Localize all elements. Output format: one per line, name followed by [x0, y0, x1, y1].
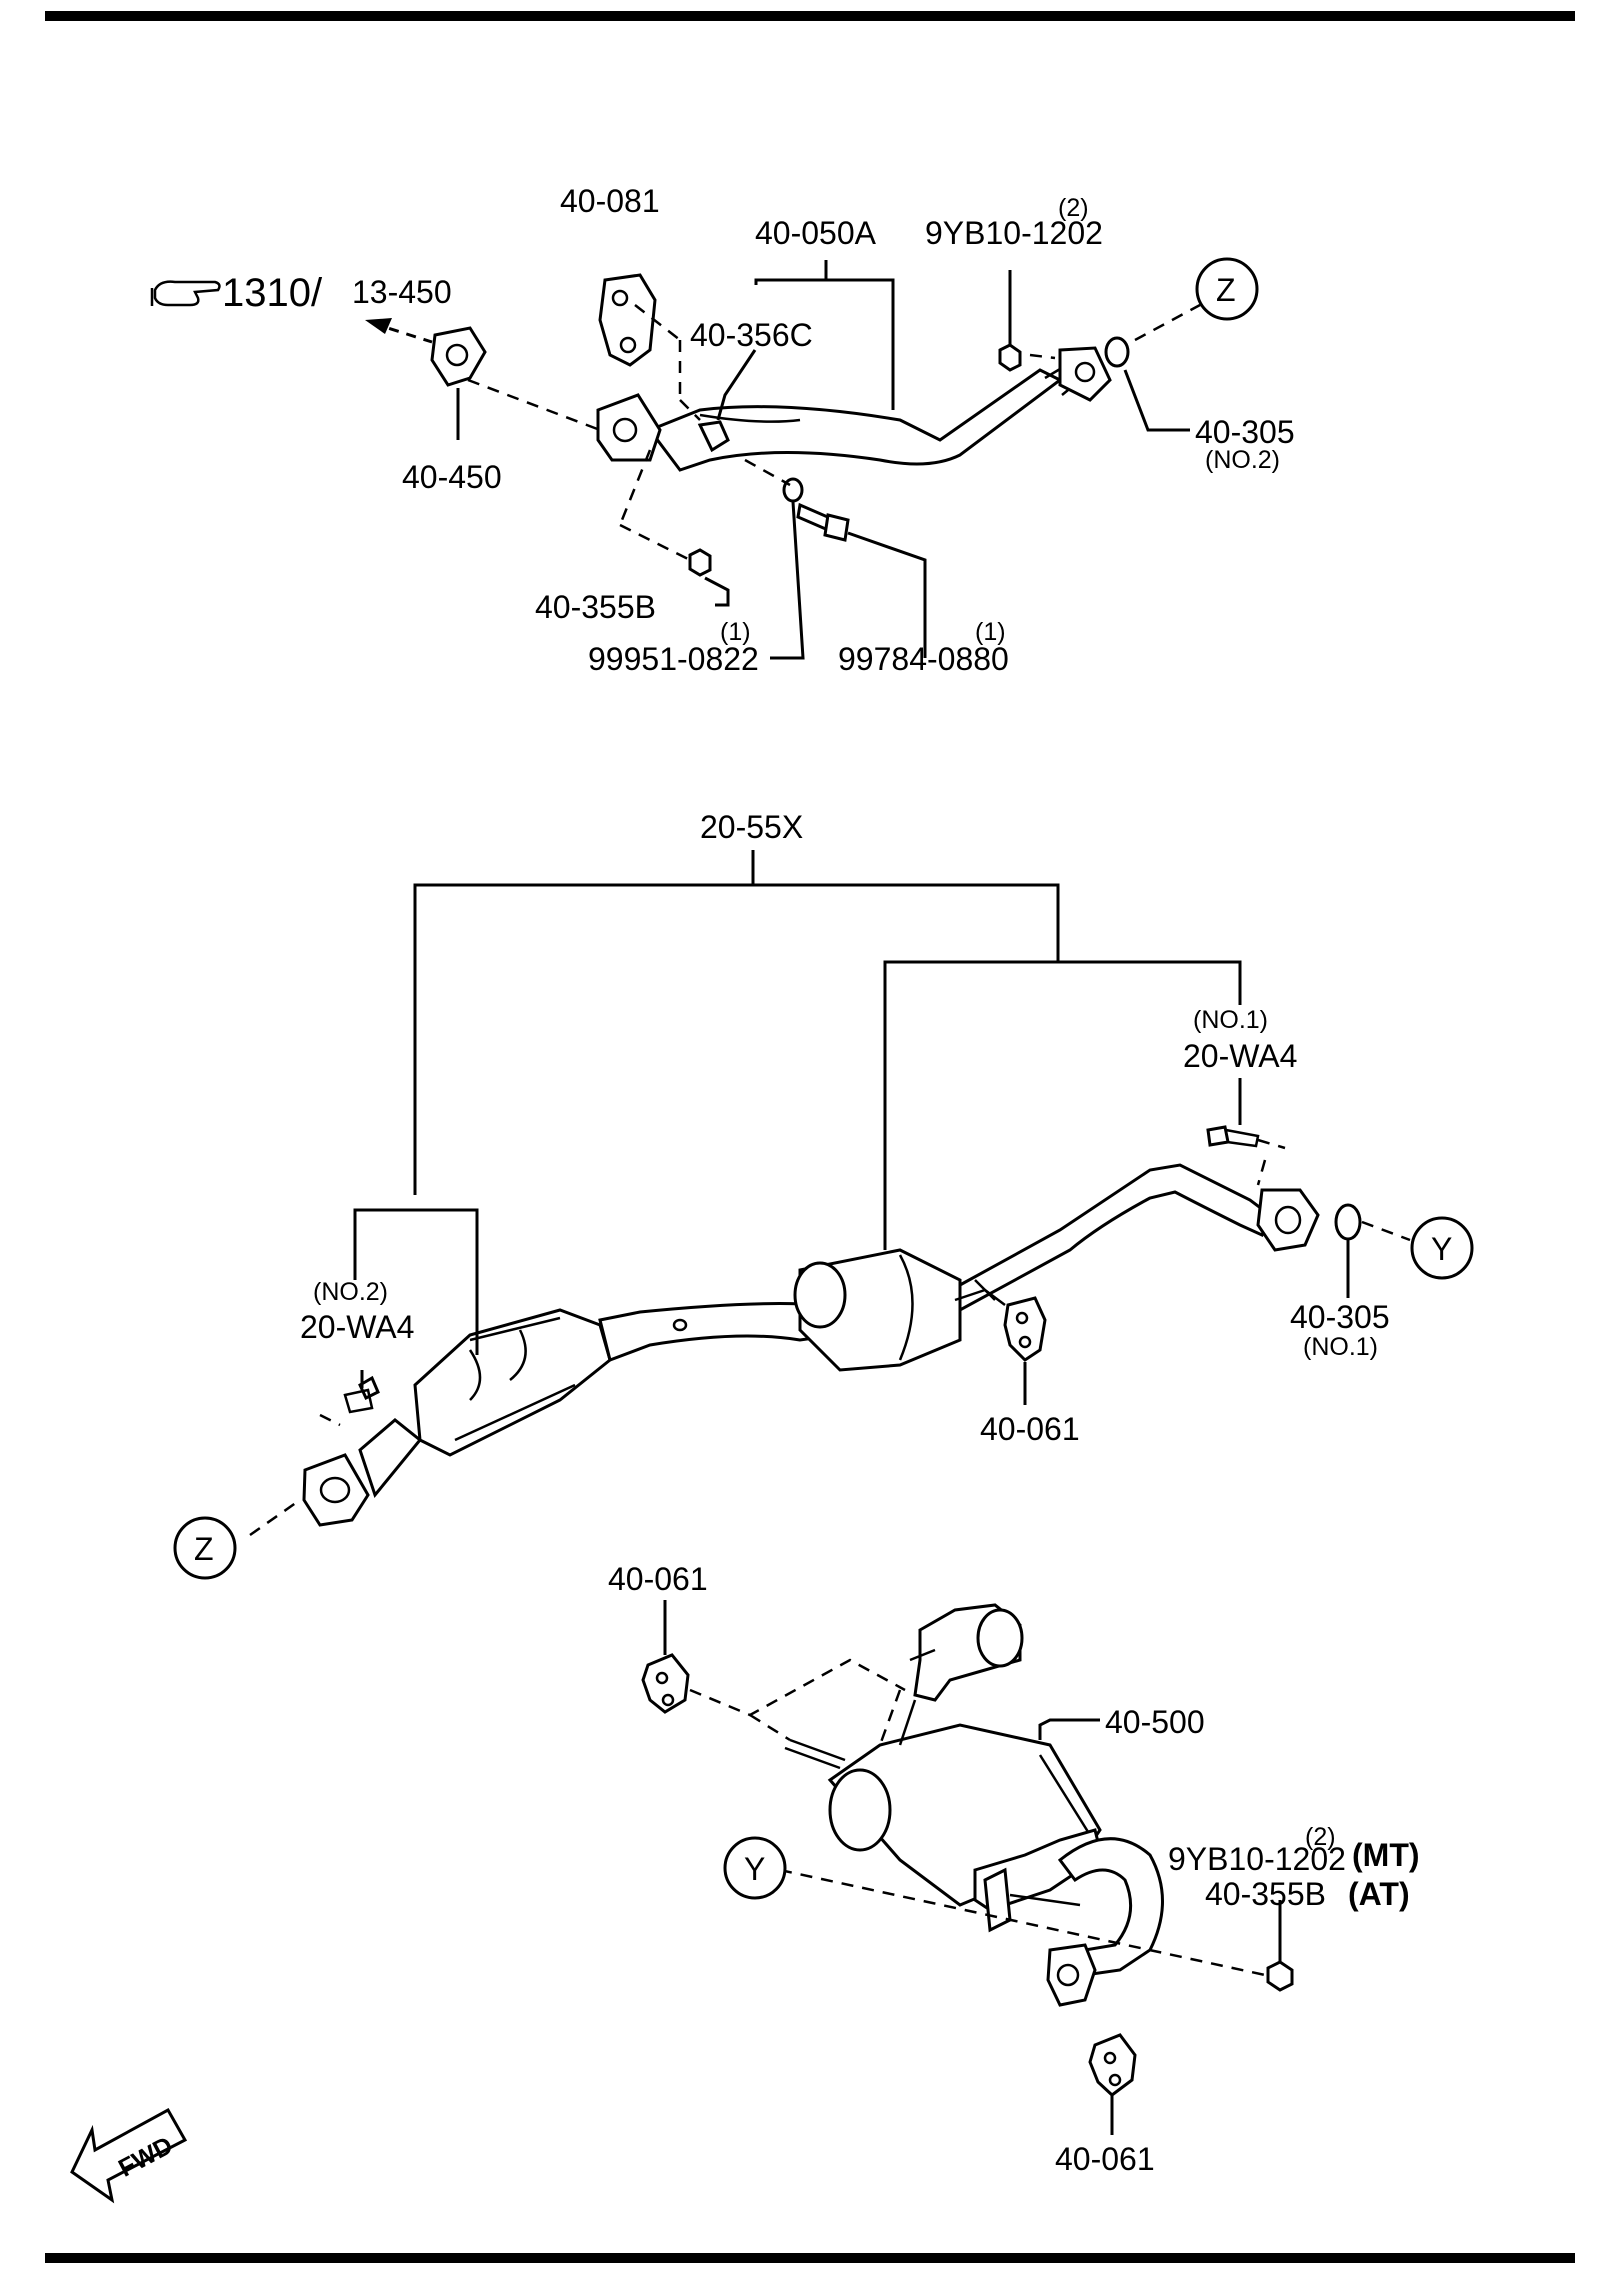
label-qty1-a: (1): [720, 618, 751, 646]
svg-text:Z: Z: [194, 1531, 214, 1567]
label-at: (AT): [1348, 1876, 1410, 1912]
label-9yb10-1202-mt: 9YB10-1202: [1168, 1841, 1346, 1877]
bolt-20-wa4-no2: [358, 1375, 380, 1401]
catalyst-inlet-flange: [302, 1453, 370, 1527]
marker-z-top: Z: [1195, 257, 1259, 321]
label-99784-0880: 99784-0880: [838, 641, 1009, 677]
label-40-305-no2: 40-305: [1195, 414, 1295, 450]
label-ref-1310: 1310/: [222, 271, 323, 315]
label-40-356c: 40-356C: [690, 317, 813, 353]
hanger-rubber-40-061-top: [641, 1653, 690, 1714]
marker-y-right: Y: [1410, 1216, 1474, 1280]
presilencer-outlet-flange: [1256, 1188, 1320, 1252]
label-qty2-b: (2): [1305, 1823, 1336, 1851]
label-40-061-bottom: 40-061: [1055, 2141, 1155, 2177]
label-mt: (MT): [1352, 1837, 1420, 1873]
label-no1-b: (NO.1): [1303, 1333, 1378, 1361]
label-40-355b-at: 40-355B: [1205, 1876, 1326, 1912]
front-pipe-rear-flange: [1058, 346, 1112, 402]
gasket-40-450: [430, 326, 487, 387]
marker-y-bottom: Y: [723, 1836, 787, 1900]
svg-text:Y: Y: [744, 1851, 765, 1887]
svg-text:Z: Z: [1216, 272, 1236, 308]
marker-z-left: Z: [173, 1516, 237, 1580]
ring-40-305-no1: [1334, 1203, 1362, 1241]
label-20-wa4-no2: 20-WA4: [300, 1309, 414, 1345]
label-40-305-no1: 40-305: [1290, 1299, 1390, 1335]
label-9yb-qty: (2): [1058, 194, 1089, 222]
nut-9yb10-1202-mt: [1266, 1960, 1294, 1992]
hanger-rubber-40-061-mid: [1003, 1296, 1047, 1362]
label-qty1-b: (1): [975, 618, 1006, 646]
pointing-hand-icon: [150, 280, 221, 307]
main-silencer-assembly: [641, 1603, 1294, 2097]
label-20-wa4-no1: 20-WA4: [1183, 1038, 1297, 1074]
label-99951-0822: 99951-0822: [588, 641, 759, 677]
label-no2-a: (NO.2): [1205, 446, 1280, 474]
ring-40-305-no2: [1104, 336, 1130, 368]
label-40-050a: 40-050A: [755, 215, 877, 251]
nut-40-355b: [688, 548, 712, 577]
hanger-rubber-40-061-bottom: [1088, 2033, 1137, 2097]
label-40-450: 40-450: [402, 459, 502, 495]
nut-9yb10-1202: [998, 343, 1022, 372]
label-9yb10-1202: 9YB10-1202: [925, 215, 1103, 251]
front-pipe-assembly: [430, 273, 1130, 577]
svg-text:Y: Y: [1431, 1231, 1452, 1267]
catalytic-converter: [413, 1308, 612, 1457]
label-ref-13-450: 13-450: [352, 274, 452, 310]
clamp-40-356c: [697, 420, 730, 453]
label-no1-a: (NO.1): [1193, 1006, 1268, 1034]
label-40-355b: 40-355B: [535, 589, 656, 625]
label-20-55x: 20-55X: [700, 809, 803, 845]
catalyst-presilencer-assembly: [302, 1125, 1362, 1527]
label-40-061-top: 40-061: [608, 1561, 708, 1597]
muffler-inlet-flange: [1046, 1943, 1097, 2007]
front-pipe-flange: [596, 393, 662, 462]
label-40-500: 40-500: [1105, 1704, 1205, 1740]
bolt-20-wa4-no1: [1206, 1125, 1230, 1147]
fwd-arrow-icon: FWD: [70, 2107, 188, 2204]
label-no2-b: (NO.2): [313, 1278, 388, 1306]
label-40-081: 40-081: [560, 183, 660, 219]
label-40-061-mid: 40-061: [980, 1411, 1080, 1447]
